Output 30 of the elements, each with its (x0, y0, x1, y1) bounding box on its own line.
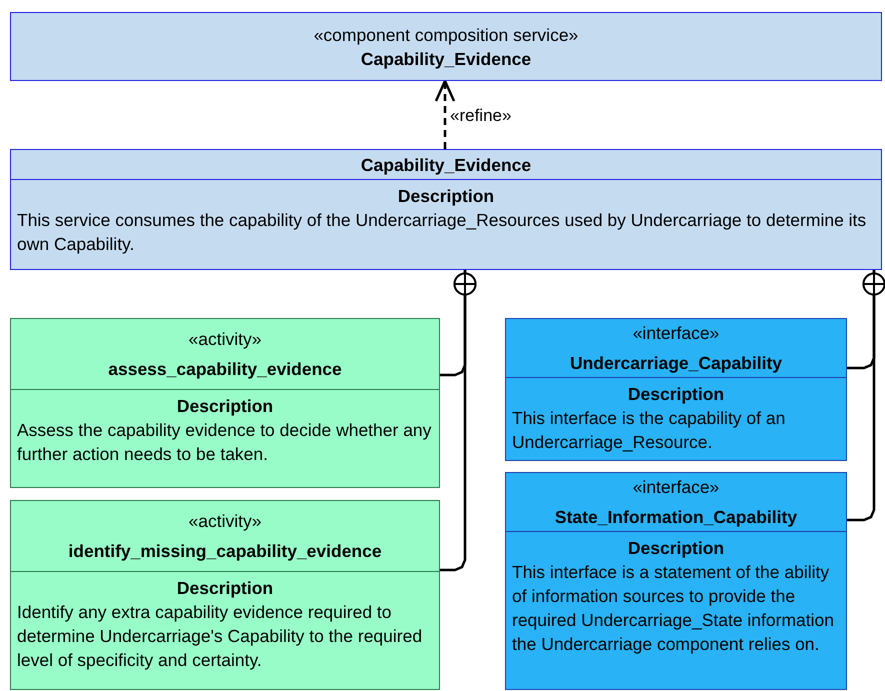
class-name: Capability_Evidence (360, 154, 532, 176)
class-name: assess_capability_evidence (107, 358, 343, 381)
interface-box (505, 318, 847, 461)
class-name: State_Information_Capability (554, 506, 798, 529)
activity-box (10, 500, 440, 690)
section-heading: Description (626, 383, 726, 406)
class-box (10, 149, 882, 270)
class-name: Undercarriage_Capability (568, 352, 784, 375)
class-name: Capability_Evidence (360, 48, 532, 70)
dependency-arrow (434, 80, 456, 149)
stereotype-label: «component composition service» (312, 24, 580, 46)
description-text: This service consumes the capability of the Undercarriage_Resources used by Undercarriage to determine its own Capability. (16, 209, 868, 256)
stereotype-label: «interface» (632, 322, 720, 345)
section-heading: Description (176, 395, 274, 418)
class-name: identify_missing_capability_evidence (67, 540, 383, 563)
stereotype-label: «activity» (188, 510, 262, 533)
containment-line (847, 269, 885, 522)
component-box (10, 12, 882, 81)
description-text: This interface is a statement of the ability of information sources to provide the required Undercarriage_State information the Undercarriage component relies on. (511, 561, 835, 656)
stereotype-label: «activity» (188, 328, 262, 351)
section-heading: Description (626, 537, 726, 560)
activity-box (10, 318, 440, 488)
containment-line (440, 269, 476, 572)
description-text: This interface is the capability of an Undercarriage_Resource. (511, 407, 786, 454)
section-heading: Description (176, 577, 274, 600)
description-text: Identify any extra capability evidence required to determine Undercarriage's Capability to the required level of specificity and certainty. (16, 601, 424, 672)
description-text: Assess the capability evidence to decide whether any further action needs to be taken. (16, 419, 432, 466)
interface-box (505, 472, 847, 690)
stereotype-label: «interface» (632, 476, 720, 499)
section-heading: Description (396, 185, 496, 208)
